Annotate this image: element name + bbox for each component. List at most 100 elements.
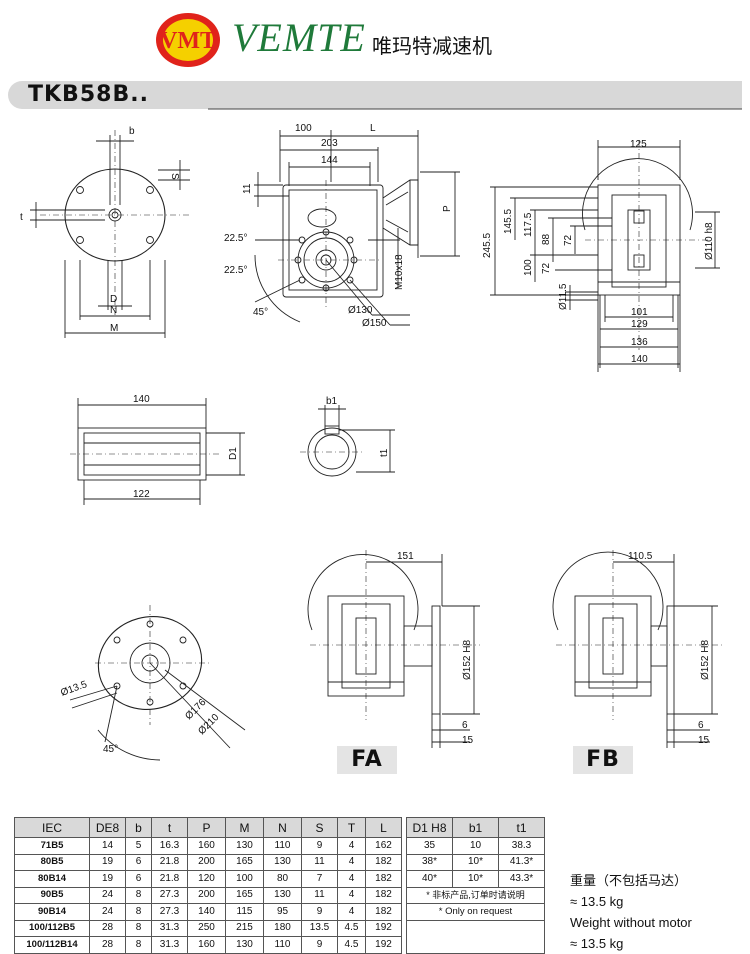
table-cell: 200 — [187, 886, 226, 904]
table-row: 80B14 19 6 21.8 120 100 80 7 4 182 40* 1… — [14, 870, 545, 888]
dim-label: Ø152 H8 — [700, 640, 711, 680]
table-cell: 13.5 — [301, 919, 338, 937]
dim-label: 11 — [242, 183, 253, 194]
request-note-cn: * 非标产品,订单时请说明 — [406, 886, 545, 904]
table-cell: 31.3 — [151, 936, 188, 954]
table-cell: 43.3* — [498, 870, 545, 888]
table-cell: 100/112B5 — [14, 919, 90, 937]
dim-label: 203 — [321, 138, 338, 149]
table-cell: 100/112B14 — [14, 936, 90, 954]
table-cell: 140 — [187, 903, 226, 921]
table-cell: 6 — [125, 870, 152, 888]
col-header: D1 H8 — [406, 817, 453, 838]
table-cell: 200 — [187, 853, 226, 871]
table-cell: 9 — [301, 837, 338, 855]
dim-label: 144 — [321, 155, 338, 166]
dim-label: 6 — [698, 720, 704, 731]
table-cell: 8 — [125, 886, 152, 904]
table-cell: 130 — [225, 837, 264, 855]
table-row: 100/112B5 28 8 31.3 250 215 180 13.5 4.5… — [14, 919, 545, 937]
motor-flange-view — [30, 130, 190, 338]
table-cell: 31.3 — [151, 919, 188, 937]
table-cell: 130 — [225, 936, 264, 954]
hub-bore-view — [300, 405, 395, 477]
table-cell: 115 — [225, 903, 264, 921]
table-cell: 165 — [225, 853, 264, 871]
fb-variant-view — [552, 550, 725, 748]
request-note-en: * Only on request — [406, 903, 545, 921]
table-cell: 28 — [89, 919, 126, 937]
dim-label: Ø11.5 — [558, 283, 569, 310]
dim-label: 22.5° — [224, 265, 247, 276]
table-cell: 24 — [89, 886, 126, 904]
table-cell: 90B14 — [14, 903, 90, 921]
output-flange-view — [69, 605, 246, 761]
table-cell: 8 — [125, 903, 152, 921]
vemte-logo: VMT — [156, 13, 220, 67]
dim-label: 72 — [541, 262, 552, 274]
table-cell: 80B14 — [14, 870, 90, 888]
table-cell: 182 — [365, 903, 402, 921]
dim-label: 22.5° — [224, 233, 247, 244]
table-cell: 27.3 — [151, 903, 188, 921]
table-cell: 9 — [301, 936, 338, 954]
weight-label-cn: 重量（不包括马达） — [570, 873, 688, 888]
table-cell: 38* — [406, 853, 453, 871]
col-header: M — [225, 817, 264, 838]
variant-tag-fa: FA — [337, 746, 397, 774]
brand-name-cn: 唯玛特减速机 — [372, 34, 492, 58]
table-row: 90B14 24 8 27.3 140 115 95 9 4 182 * Onl… — [14, 903, 545, 921]
table-cell: 130 — [263, 886, 302, 904]
dim-label: 245.5 — [482, 233, 493, 258]
dim-label: Ø176 — [183, 697, 208, 722]
dim-label: 129 — [631, 319, 648, 330]
table-cell: 6 — [125, 853, 152, 871]
table-cell: 4.5 — [337, 919, 366, 937]
table-row: 100/112B14 28 8 31.3 160 130 110 9 4.5 1… — [14, 936, 545, 954]
dim-label: D1 — [228, 447, 239, 460]
dim-label: 101 — [631, 307, 648, 318]
logo-monogram: VMT — [160, 28, 216, 54]
table-cell: 19 — [89, 870, 126, 888]
dim-label: 140 — [133, 394, 150, 405]
col-header: t — [151, 817, 188, 838]
table-cell: 11 — [301, 886, 338, 904]
table-cell: 130 — [263, 853, 302, 871]
weight-info: 重量（不包括马达） ≈ 13.5 kg Weight without motor… — [570, 870, 692, 954]
dim-label: 122 — [133, 489, 150, 500]
weight-value-en: ≈ 13.5 kg — [570, 936, 624, 951]
dim-label: Ø130 — [348, 305, 373, 316]
table-row: 71B5 14 5 16.3 160 130 110 9 4 162 35 10… — [14, 837, 545, 855]
table-cell: 38.3 — [498, 837, 545, 855]
col-header: N — [263, 817, 302, 838]
dim-label: L — [370, 123, 376, 134]
col-header: T — [337, 817, 366, 838]
table-cell: 4 — [337, 886, 366, 904]
dim-label: t1 — [379, 448, 390, 457]
dim-label: 6 — [462, 720, 468, 731]
table-cell: 80 — [263, 870, 302, 888]
table-cell: 8 — [125, 936, 152, 954]
dim-label: 100 — [295, 123, 312, 134]
table-cell: 192 — [365, 919, 402, 937]
dim-label: M — [110, 323, 118, 334]
table-cell: 4 — [337, 870, 366, 888]
dim-label: 45° — [103, 744, 118, 755]
hollow-shaft-view — [70, 398, 245, 505]
dim-label: 110.5 — [628, 551, 653, 562]
table-cell: 71B5 — [14, 837, 90, 855]
table-cell: 165 — [225, 886, 264, 904]
variant-tag-fb: FB — [573, 746, 633, 774]
col-header: P — [187, 817, 226, 838]
table-cell: 8 — [125, 919, 152, 937]
gearbox-front-view — [490, 140, 720, 372]
dim-label: 151 — [397, 551, 414, 562]
table-cell: 4.5 — [337, 936, 366, 954]
dim-label: 100 — [523, 259, 534, 276]
table-cell: 10* — [452, 870, 499, 888]
dim-label: M10x18 — [394, 254, 405, 290]
table-cell: 160 — [187, 936, 226, 954]
table-row: 90B5 24 8 27.3 200 165 130 11 4 182 * 非标… — [14, 886, 545, 904]
table-cell: 40* — [406, 870, 453, 888]
